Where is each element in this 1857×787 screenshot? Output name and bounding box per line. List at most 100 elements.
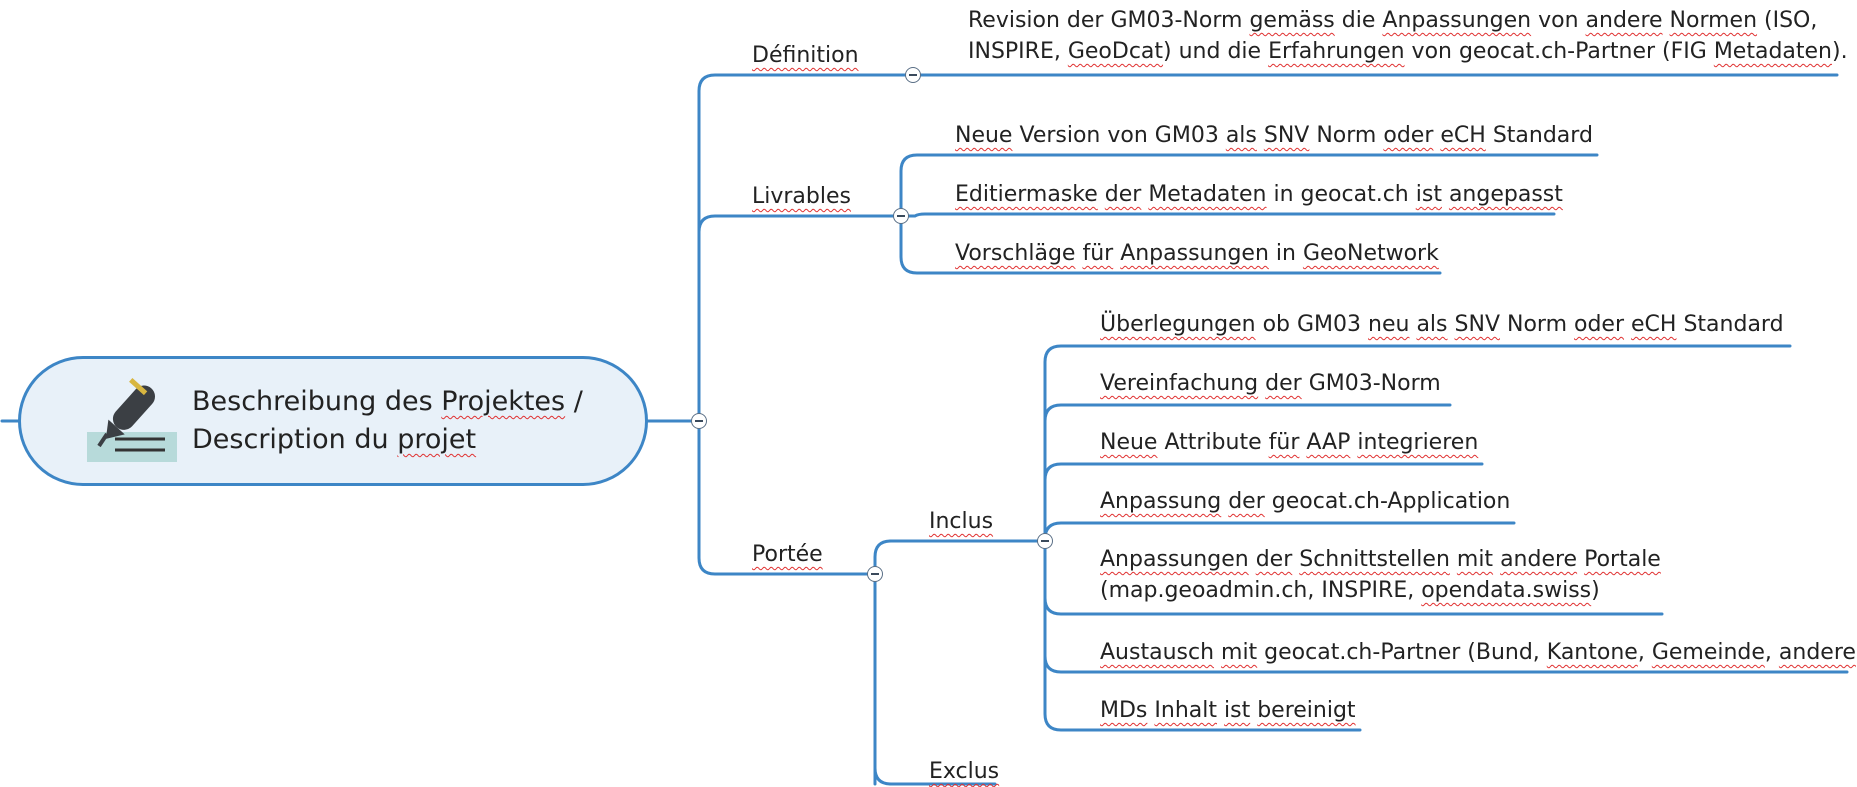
topic-label-text: Portée — [752, 542, 823, 567]
spellcheck-word: eCH — [1440, 123, 1486, 148]
topic-line: Editiermaske der Metadaten in geocat.ch … — [955, 179, 1563, 210]
topic-inclus-item[interactable]: Neue Attribute für AAP integrieren — [1100, 427, 1478, 458]
text-run: geocat.ch-Partner (Bund, — [1257, 640, 1547, 665]
topic-definition[interactable]: Définition — [752, 40, 859, 71]
topic-inclus-item[interactable]: Austausch mit geocat.ch-Partner (Bund, K… — [1100, 637, 1857, 668]
spellcheck-word: der — [1228, 489, 1265, 514]
text-run: / — [565, 386, 583, 417]
root-topic-label: Beschreibung des Projektes / Description… — [192, 383, 583, 459]
text-run: GM03-Norm — [1301, 371, 1441, 396]
text-run: Version von GM03 — [1012, 123, 1226, 148]
spellcheck-word: Editiermaske — [955, 182, 1098, 207]
spellcheck-word: Anpassung — [1100, 489, 1222, 514]
spellcheck-word: opendata.swiss — [1421, 578, 1592, 603]
spellcheck-word: Austausch — [1100, 640, 1215, 665]
text-run: ). — [1832, 39, 1848, 64]
spellcheck-word: neu — [1368, 312, 1410, 337]
topic-definition-text[interactable]: Revision der GM03-Norm gemäss die Anpass… — [968, 5, 1848, 67]
connector-inclus-7 — [1043, 539, 1362, 732]
spellcheck-word: Erfahrungen — [1268, 39, 1405, 64]
text-run: in — [1268, 241, 1303, 266]
text-run: , — [1637, 640, 1652, 665]
connector-livrables — [697, 214, 903, 423]
topic-label-text: Livrables — [752, 184, 851, 209]
connector-portee — [697, 419, 877, 576]
topic-exclus[interactable]: Exclus — [929, 756, 999, 787]
spellcheck-word: bereinigt — [1257, 698, 1356, 723]
topic-line: MDs Inhalt ist bereinigt — [1100, 695, 1356, 726]
text-run: Revision der GM03-Norm — [968, 8, 1250, 33]
text-run — [1663, 8, 1670, 33]
collapse-inclus-toggle[interactable] — [1037, 533, 1053, 549]
connector-exclus — [873, 766, 997, 786]
topic-inclus-item[interactable]: MDs Inhalt ist bereinigt — [1100, 695, 1356, 726]
topic-line: Neue Version von GM03 als SNV Norm oder … — [955, 120, 1593, 151]
spellcheck-word: ist — [1224, 698, 1251, 723]
spellcheck-word: integrieren — [1357, 430, 1479, 455]
text-run: in geocat.ch — [1266, 182, 1416, 207]
topic-inclus-item[interactable]: Anpassungen der Schnittstellen mit ander… — [1100, 544, 1661, 606]
topic-inclus[interactable]: Inclus — [929, 506, 993, 537]
text-run — [1217, 698, 1224, 723]
spellcheck-word: andere — [1778, 640, 1856, 665]
collapse-livrables-toggle[interactable] — [893, 208, 909, 224]
root-line-2: Description du projet — [192, 421, 583, 459]
text-run: Attribute — [1157, 430, 1269, 455]
topic-inclus-item[interactable]: Überlegungen ob GM03 neu als SNV Norm od… — [1100, 309, 1784, 340]
spellcheck-word: andere — [1500, 547, 1578, 572]
spellcheck-word: Inhalt — [1154, 698, 1217, 723]
text-run — [1624, 312, 1631, 337]
topic-livrable[interactable]: Editiermaske der Metadaten in geocat.ch … — [955, 179, 1563, 210]
spellcheck-word: als — [1416, 312, 1448, 337]
spellcheck-word: GeoDcat — [1067, 39, 1164, 64]
spellcheck-word: Projektes — [441, 386, 566, 417]
text-run — [1249, 547, 1256, 572]
collapse-root-toggle[interactable] — [691, 413, 707, 429]
topic-line: Vereinfachung der GM03-Norm — [1100, 368, 1441, 399]
spellcheck-word: gemäss — [1249, 8, 1335, 33]
text-run — [1450, 547, 1457, 572]
topic-line: Vorschläge für Anpassungen in GeoNetwork — [955, 238, 1439, 269]
spellcheck-word: der — [1104, 182, 1142, 207]
spellcheck-word: als — [1225, 123, 1257, 148]
spellcheck-word: SNV — [1263, 123, 1310, 148]
spellcheck-word: für — [1268, 430, 1300, 455]
topic-inclus-item[interactable]: Anpassung der geocat.ch-Application — [1100, 486, 1510, 517]
topic-line: INSPIRE, GeoDcat) und die Erfahrungen vo… — [968, 36, 1848, 67]
text-run: geocat.ch-Application — [1264, 489, 1511, 514]
spellcheck-word: eCH — [1631, 312, 1677, 337]
spellcheck-word: Anpassungen — [1120, 241, 1269, 266]
spellcheck-word: Schnittstellen — [1299, 547, 1450, 572]
spellcheck-word: MDs — [1100, 698, 1148, 723]
topic-line: Überlegungen ob GM03 neu als SNV Norm od… — [1100, 309, 1784, 340]
spellcheck-word: andere — [1585, 8, 1663, 33]
text-run — [1442, 182, 1449, 207]
topic-line: Revision der GM03-Norm gemäss die Anpass… — [968, 5, 1848, 36]
spellcheck-word: Metadaten — [1148, 182, 1267, 207]
spellcheck-word: der — [1255, 547, 1293, 572]
spellcheck-word: mit — [1221, 640, 1258, 665]
topic-livrable[interactable]: Neue Version von GM03 als SNV Norm oder … — [955, 120, 1593, 151]
collapse-definition-toggle[interactable] — [905, 67, 921, 83]
text-run — [1214, 640, 1221, 665]
text-run: ) — [1856, 640, 1857, 665]
text-run — [1098, 182, 1105, 207]
topic-portee[interactable]: Portée — [752, 539, 823, 570]
connector-livrables-1 — [899, 153, 1599, 218]
topic-line: (map.geoadmin.ch, INSPIRE, opendata.swis… — [1100, 575, 1661, 606]
text-run: von — [1531, 8, 1586, 33]
root-line-1: Beschreibung des Projektes / — [192, 383, 583, 421]
connector-inclus — [873, 539, 1047, 576]
topic-livrable[interactable]: Vorschläge für Anpassungen in GeoNetwork — [955, 238, 1439, 269]
spellcheck-word: angepasst — [1448, 182, 1563, 207]
spellcheck-word: projet — [397, 424, 477, 455]
pen-sign-icon — [87, 378, 177, 462]
spellcheck-word: Vorschläge — [955, 241, 1076, 266]
topic-inclus-item[interactable]: Vereinfachung der GM03-Norm — [1100, 368, 1441, 399]
topic-livrables[interactable]: Livrables — [752, 181, 851, 212]
collapse-portee-toggle[interactable] — [867, 566, 883, 582]
spellcheck-word: Neue — [1100, 430, 1158, 455]
spellcheck-word: Portale — [1584, 547, 1661, 572]
text-run — [1257, 123, 1264, 148]
